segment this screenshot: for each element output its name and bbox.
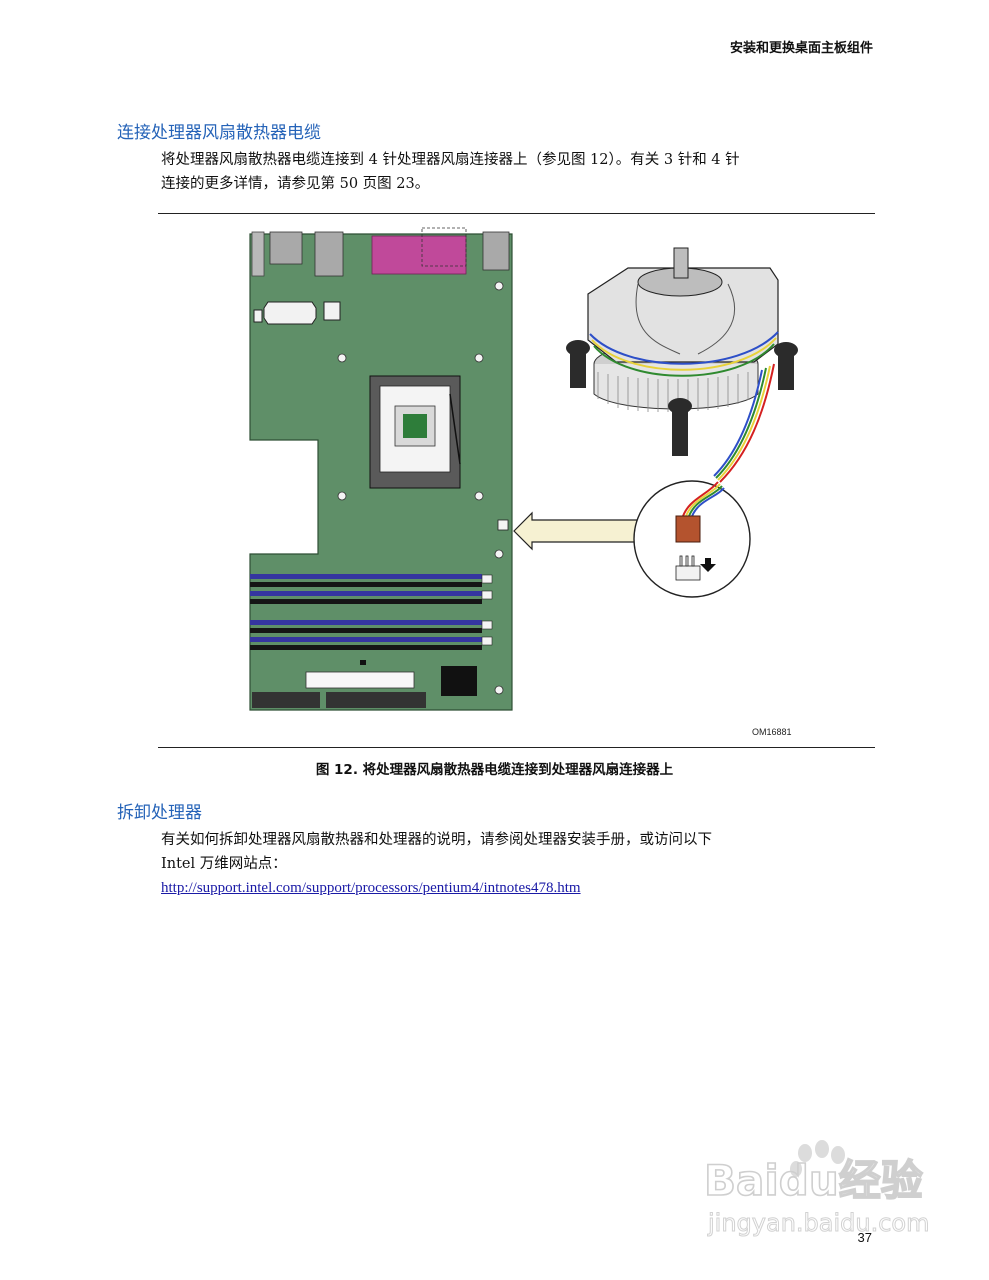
watermark-domain: jingyan.baidu.com bbox=[707, 1209, 929, 1237]
running-header: 安装和更换桌面主板组件 bbox=[729, 41, 873, 56]
section-heading-fan-cable: 连接处理器风扇散热器电缆 bbox=[117, 123, 321, 143]
cpu-socket-icon bbox=[369, 375, 461, 489]
motherboard-diagram bbox=[249, 227, 513, 711]
section1-line-1: 将处理器风扇散热器电缆连接到 4 针处理器风扇连接器上（参见图 12）。有关 3… bbox=[161, 152, 740, 168]
fan-header-icon bbox=[675, 555, 701, 581]
figure-diagram bbox=[249, 227, 798, 711]
paw-logo-icon bbox=[790, 1140, 845, 1177]
watermark-brand: Baidu经验 bbox=[704, 1156, 923, 1205]
pointer-arrow-icon bbox=[513, 511, 641, 551]
baidu-watermark: Baidu经验 jingyan.baidu.com bbox=[703, 1140, 930, 1238]
figure-top-rule bbox=[158, 213, 875, 214]
section1-line-2: 连接的更多详情，请参见第 50 页图 23。 bbox=[161, 176, 430, 192]
intel-support-link[interactable]: http://support.intel.com/support/process… bbox=[161, 880, 581, 896]
dimm-slots bbox=[250, 574, 493, 650]
figure-bottom-rule bbox=[158, 747, 875, 748]
section2-line-1: 有关如何拆卸处理器风扇散热器和处理器的说明，请参阅处理器安装手册，或访问以下 bbox=[161, 832, 712, 848]
figure-code: OM16881 bbox=[752, 727, 792, 737]
fan-connector-icon bbox=[675, 515, 701, 543]
page-number: 37 bbox=[857, 1230, 872, 1245]
fan-heatsink-icon bbox=[566, 247, 798, 483]
figure-caption: 图 12. 将处理器风扇散热器电缆连接到处理器风扇连接器上 bbox=[315, 762, 674, 778]
section2-line-2: Intel 万维网站点： bbox=[161, 856, 287, 872]
section-heading-remove-processor: 拆卸处理器 bbox=[117, 803, 202, 823]
fan-connector-callout bbox=[633, 480, 751, 598]
section2-paragraph: 有关如何拆卸处理器风扇散热器和处理器的说明，请参阅处理器安装手册，或访问以下 I… bbox=[161, 828, 873, 876]
down-arrow-icon bbox=[700, 558, 716, 572]
section1-paragraph: 将处理器风扇散热器电缆连接到 4 针处理器风扇连接器上（参见图 12）。有关 3… bbox=[161, 148, 873, 196]
